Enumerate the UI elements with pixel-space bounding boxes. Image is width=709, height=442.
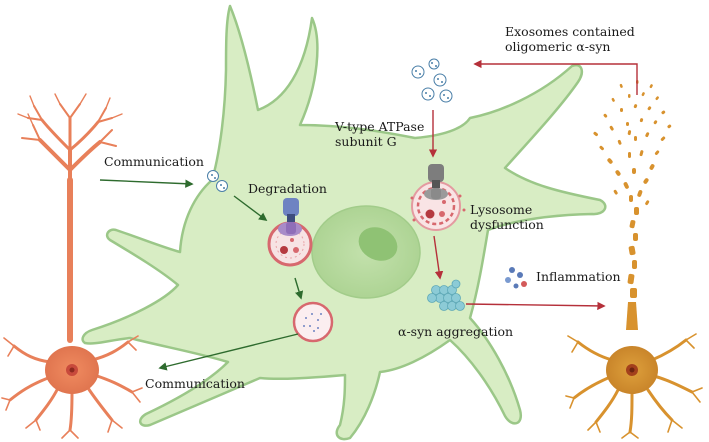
degenerating-neuron: [593, 80, 672, 330]
label-vatpase-line1: V-type ATPase: [335, 119, 425, 134]
vesicle-icon: [292, 301, 334, 343]
label-communication-bottom: Communication: [145, 376, 245, 391]
label-aggregation: α-syn aggregation: [398, 324, 514, 339]
label-vatpase-line2: subunit G: [335, 134, 397, 149]
label-exosomes-line2: oligomeric α-syn: [505, 39, 611, 54]
arrow-lysosome-to-vesicle: [294, 277, 304, 300]
vesicle-icon: [411, 58, 453, 103]
vesicle-icon: [207, 170, 228, 192]
arrow-communication-out: [158, 333, 299, 371]
arrow-communication-in: [99, 179, 194, 188]
label-lysosome-line1: Lysosome: [470, 202, 533, 217]
aggregate-icon: [427, 279, 465, 311]
label-lysosome-line2: dysfunction: [470, 217, 544, 232]
atpase-icon: [278, 198, 302, 236]
label-exosomes: Exosomes contained oligomeric α-syn: [505, 24, 635, 54]
label-communication-top: Communication: [104, 154, 204, 169]
cytokine-icon: [505, 267, 527, 289]
nucleolus: [358, 227, 398, 261]
healthy-neuron: [1, 93, 143, 439]
atpase-icon: [424, 164, 448, 200]
label-degradation: Degradation: [248, 181, 327, 196]
label-exosomes-line1: Exosomes contained: [505, 24, 635, 39]
label-vatpase: V-type ATPase subunit G: [335, 119, 424, 149]
label-inflammation: Inflammation: [536, 269, 621, 284]
lysosome-icon: [267, 221, 313, 267]
label-lysosome: Lysosome dysfunction: [470, 202, 544, 232]
arrow-inflammation: [465, 301, 606, 311]
degenerating-neuron-dendrites: [565, 333, 703, 439]
arrow-exosome-path: [473, 59, 638, 95]
arrows: [99, 59, 638, 371]
arrow-degradation: [233, 195, 268, 222]
arrow-lysosome-to-aggregate: [433, 235, 444, 280]
